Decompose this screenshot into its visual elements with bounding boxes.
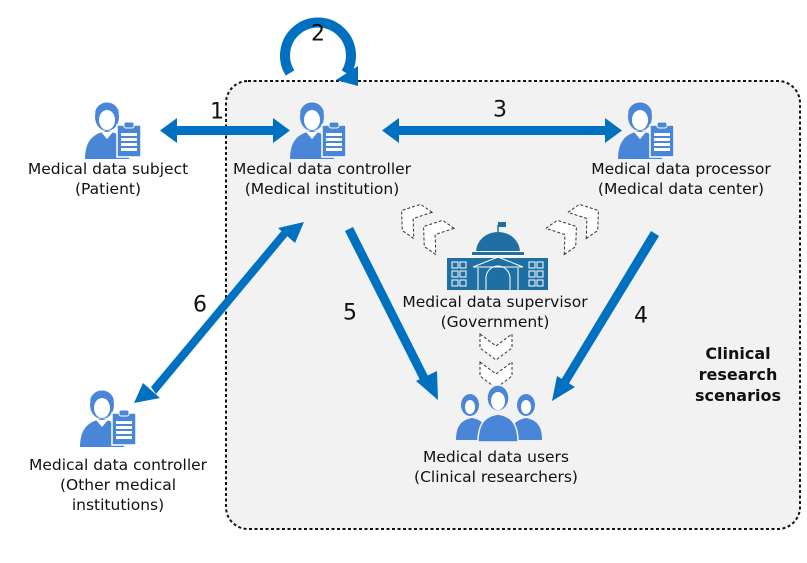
users-subtitle: (Clinical researchers) xyxy=(414,468,578,486)
flow-arrow-4 xyxy=(552,231,659,401)
subject-label: Medical data subject (Patient) xyxy=(28,159,188,199)
other-controller-person-clipboard-icon xyxy=(80,391,136,448)
flow-label-6: 6 xyxy=(193,292,207,318)
flow-arrow-5 xyxy=(345,227,438,400)
controller-subtitle: (Medical institution) xyxy=(244,180,400,198)
region-label-line: research xyxy=(698,365,778,384)
flow-label-1: 1 xyxy=(210,99,224,125)
supervisor-subtitle: (Government) xyxy=(440,313,550,331)
region-label-line: Clinical xyxy=(705,344,771,363)
processor-label: Medical data processor (Medical data cen… xyxy=(591,159,771,199)
processor-subtitle: (Medical data center) xyxy=(597,180,765,198)
users-group-icon xyxy=(456,384,542,443)
flow-arrow-3 xyxy=(382,118,622,143)
controller-label: Medical data controller (Medical institu… xyxy=(233,159,411,199)
region-label-line: scenarios xyxy=(695,386,781,405)
processor-title: Medical data processor xyxy=(591,160,771,178)
subject-title: Medical data subject xyxy=(27,160,189,178)
flow-label-5: 5 xyxy=(343,300,357,326)
users-label: Medical data users (Clinical researchers… xyxy=(414,447,578,487)
users-title: Medical data users xyxy=(422,448,570,466)
controller-title: Medical data controller xyxy=(232,160,412,178)
other-controller-subtitle: (Other medical xyxy=(59,476,177,494)
other-controller-title: Medical data controller xyxy=(28,456,208,474)
flow-label-4: 4 xyxy=(634,303,648,329)
supervisor-label: Medical data supervisor (Government) xyxy=(402,292,587,332)
subject-person-clipboard-icon xyxy=(85,103,141,160)
flow-arrow-1 xyxy=(160,118,290,143)
clinical-research-region xyxy=(225,80,801,530)
supervisor-government-building-icon xyxy=(447,222,548,290)
subject-subtitle: (Patient) xyxy=(74,180,142,198)
flow-label-2: 2 xyxy=(311,21,325,47)
flow-label-3: 3 xyxy=(493,97,507,123)
other-controller-subtitle-2: institutions) xyxy=(71,496,165,514)
supervisor-title: Medical data supervisor xyxy=(402,293,588,311)
flow-arrow-2-self-loop xyxy=(280,17,358,86)
flow-arrow-6 xyxy=(134,222,304,403)
other-controller-label: Medical data controller (Other medical i… xyxy=(29,455,207,515)
region-label: Clinical research scenarios xyxy=(695,343,781,406)
